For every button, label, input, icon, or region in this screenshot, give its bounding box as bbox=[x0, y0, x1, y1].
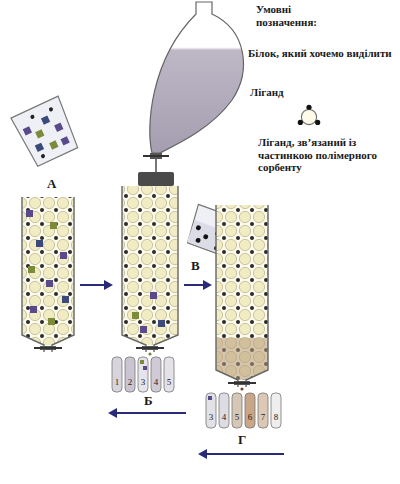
tube-number: 5 bbox=[232, 412, 242, 422]
step-letter: В bbox=[191, 259, 200, 274]
step-letter: Г bbox=[238, 433, 246, 448]
tube-number: 4 bbox=[219, 412, 229, 422]
tube-number: 8 bbox=[271, 412, 281, 422]
legend-text: Білок, який хочемо виділити bbox=[248, 47, 396, 60]
tube-number: 7 bbox=[258, 412, 268, 422]
tube-number: 5 bbox=[164, 377, 174, 387]
tube-number: 3 bbox=[138, 377, 148, 387]
legend-text: Ліганд bbox=[250, 86, 310, 99]
step-letter: Б bbox=[144, 394, 153, 409]
legend-text: Ліганд, зв’язаний із частинкою полімерно… bbox=[258, 136, 396, 174]
tube-number: 2 bbox=[125, 377, 135, 387]
tube-number: 6 bbox=[245, 412, 255, 422]
step-letter: А bbox=[47, 177, 56, 192]
tube-number: 4 bbox=[151, 377, 161, 387]
tube-number: 3 bbox=[206, 412, 216, 422]
tube-number: 1 bbox=[112, 377, 122, 387]
legend-heading: Умовні позначення: bbox=[256, 3, 338, 28]
